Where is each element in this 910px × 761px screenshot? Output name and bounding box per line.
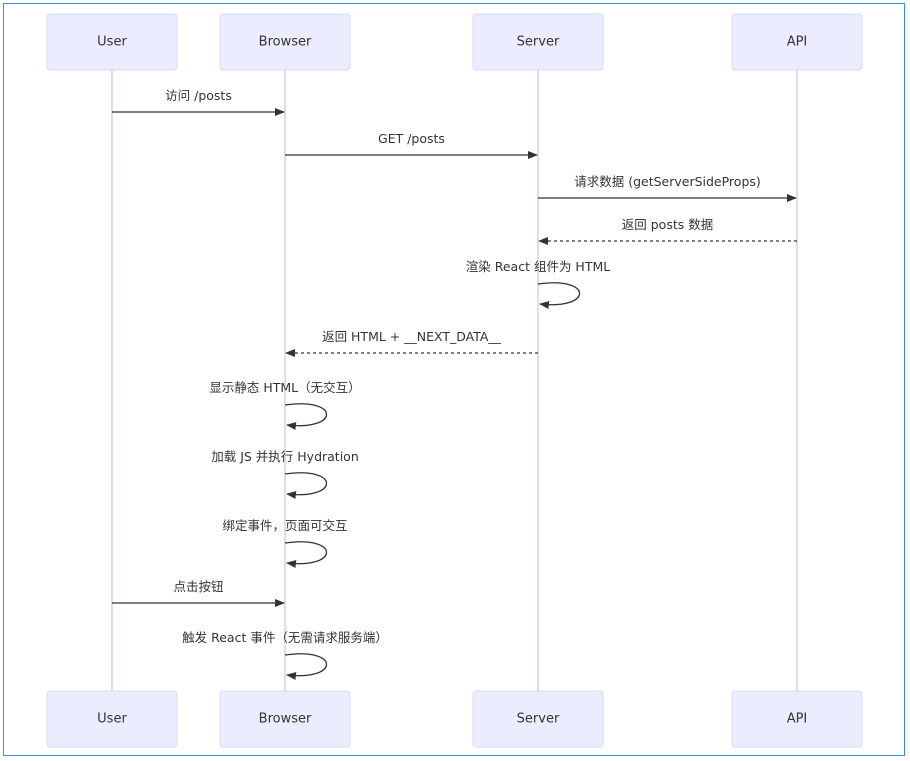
actor-label-api-top: API — [787, 35, 808, 50]
actor-box-user-bottom — [46, 690, 178, 748]
diagram-frame — [3, 3, 905, 756]
self-message-arrow — [284, 653, 328, 680]
message-label: 访问 /posts — [165, 88, 232, 103]
actor-box-server-top — [472, 13, 604, 71]
self-message-arrow — [537, 282, 581, 309]
self-message-arrow — [284, 403, 328, 430]
actor-label-user-bottom: User — [97, 712, 127, 727]
actor-box-browser-bottom — [219, 690, 351, 748]
actor-label-api-bottom: API — [787, 712, 808, 727]
actor-label-server-top: Server — [517, 35, 560, 50]
message-label: 绑定事件，页面可交互 — [222, 518, 347, 533]
message-label: 返回 HTML + __NEXT_DATA__ — [322, 329, 502, 344]
message-label: 加载 JS 并执行 Hydration — [211, 449, 359, 464]
actor-box-browser-top — [219, 13, 351, 71]
message-label: 显示静态 HTML（无交互） — [209, 380, 360, 395]
actor-label-server-bottom: Server — [517, 712, 560, 727]
actor-label-user-top: User — [97, 35, 127, 50]
actor-box-user-top — [46, 13, 178, 71]
message-label: 触发 React 事件（无需请求服务端） — [182, 630, 388, 645]
actor-box-api-bottom — [731, 690, 863, 748]
actor-box-server-bottom — [472, 690, 604, 748]
message-label: 返回 posts 数据 — [622, 217, 713, 232]
self-message-arrow — [284, 541, 328, 568]
message-label: 渲染 React 组件为 HTML — [466, 259, 610, 274]
message-label: GET /posts — [378, 131, 445, 146]
actor-box-api-top — [731, 13, 863, 71]
message-label: 点击按钮 — [173, 579, 223, 594]
actor-label-browser-bottom: Browser — [259, 712, 312, 727]
message-label: 请求数据 (getServerSideProps) — [574, 174, 761, 189]
self-message-arrow — [284, 472, 328, 499]
actor-label-browser-top: Browser — [259, 35, 312, 50]
